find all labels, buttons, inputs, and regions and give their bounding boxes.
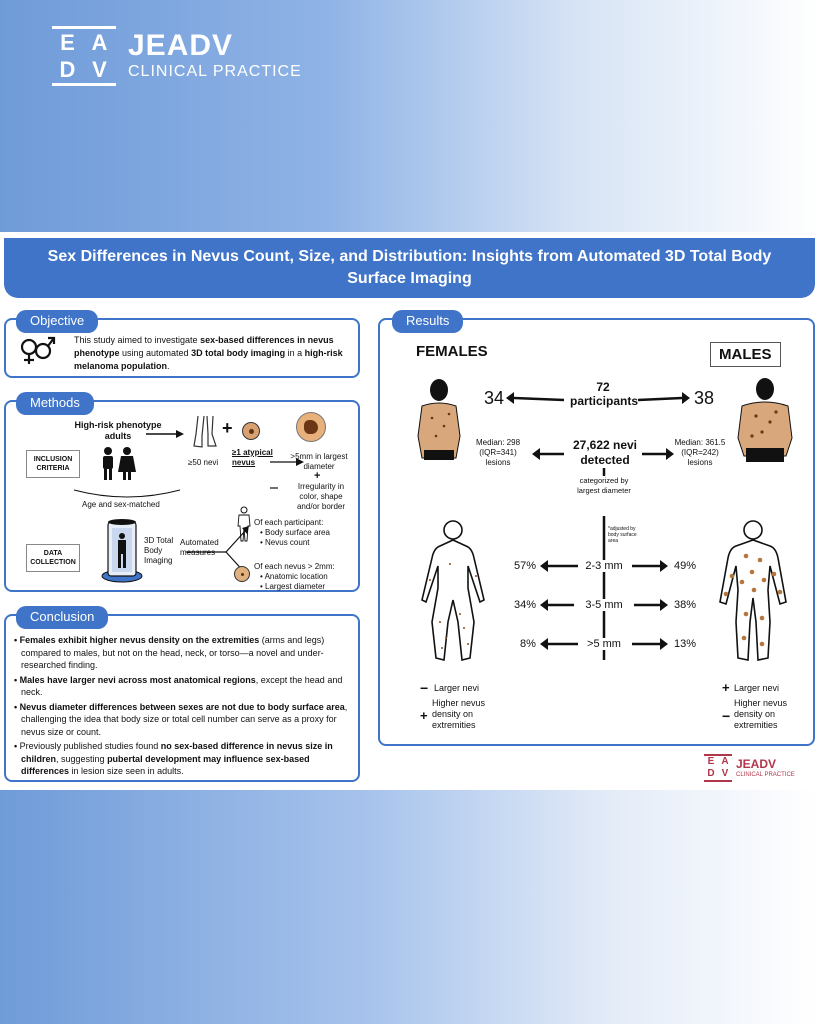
irregularity-label: Irregularity in color, shape and/or bord… — [296, 482, 346, 511]
results-panel: FEMALES MALES 34 38 72 participants — [378, 318, 815, 746]
minus-sign: − — [722, 708, 731, 724]
methods-tab: Methods — [16, 392, 94, 415]
nevus-item: • Largest diameter — [260, 582, 326, 591]
brand-logo: E A D V — [52, 26, 116, 86]
female-density-label: Higher nevus density on extremities — [432, 698, 486, 730]
female-body-icon — [410, 518, 496, 673]
brand-subtitle: CLINICAL PRACTICE — [128, 63, 302, 80]
conclusion-item: Females exhibit higher nevus density on … — [14, 634, 356, 672]
male-bust-icon — [736, 376, 794, 471]
conclusion-tab: Conclusion — [16, 606, 109, 629]
logo-letter: E — [60, 30, 76, 55]
objective-text: This study aimed to investigate sex-base… — [74, 335, 343, 371]
conclusion-item: Males have larger nevi across most anato… — [14, 674, 356, 699]
result-row-female: 57% — [514, 560, 537, 572]
female-count: 34 — [484, 388, 505, 408]
logo-letter: V — [92, 57, 108, 82]
methods-panel: High-risk phenotype adults INCLUSION CRI… — [4, 400, 360, 592]
results-tab: Results — [392, 310, 464, 333]
page-background-bottom — [0, 790, 819, 1024]
gender-icon — [18, 334, 56, 366]
categorized-label: categorized by largest diameter — [576, 476, 632, 495]
poster: Sex Differences in Nevus Count, Size, an… — [0, 232, 819, 790]
adjusted-note: *adjusted by body surface area — [608, 526, 637, 544]
matched-label: Age and sex-matched — [82, 500, 160, 509]
atypical-mole-icon — [296, 412, 326, 442]
data-collection-label: DATA COLLECTION — [26, 544, 80, 572]
logo-letter: D — [59, 57, 77, 82]
objective-tab: Objective — [16, 310, 99, 333]
result-row-female: 8% — [520, 638, 536, 650]
people-icon — [98, 446, 138, 487]
each-participant-label: Of each participant: — [254, 518, 324, 527]
phenotype-label: High-risk phenotype adults — [74, 420, 162, 441]
female-bust-icon — [414, 376, 464, 471]
male-density-label: Higher nevus density on extremities — [734, 698, 788, 730]
result-row-male: 49% — [674, 560, 697, 572]
male-median: Median: 361.5 (IQR=242) lesions — [674, 438, 726, 467]
nevi-label: detected — [580, 453, 630, 467]
objective-panel: This study aimed to investigate sex-base… — [4, 318, 360, 378]
females-label: FEMALES — [416, 343, 488, 360]
conclusion-panel: Females exhibit higher nevus density on … — [4, 614, 360, 782]
matched-bracket — [73, 489, 181, 498]
result-row-female: 34% — [514, 599, 537, 611]
result-row-male: 38% — [674, 599, 697, 611]
plus-sign: + — [420, 708, 428, 723]
nevus-item: • Anatomic location — [260, 572, 328, 581]
result-row-male: 13% — [674, 638, 697, 650]
plus-icon: + — [222, 418, 233, 438]
male-count: 38 — [694, 388, 715, 408]
participants-label: participants — [569, 394, 638, 408]
legs-icon — [190, 414, 220, 455]
results-arrows — [506, 392, 690, 660]
brand-name: JEADV — [128, 29, 234, 62]
logo-letter: A — [91, 30, 109, 55]
minus-sign: − — [420, 680, 429, 696]
imaging-label: 3D Total Body Imaging — [144, 536, 174, 565]
participants-num: 72 — [596, 380, 610, 394]
brand-header: E A D V JEADV CLINICAL PRACTICE — [52, 26, 302, 86]
nevi-count-label: ≥50 nevi — [188, 458, 219, 467]
poster-title: Sex Differences in Nevus Count, Size, an… — [4, 238, 815, 298]
automated-label: Automated measures — [180, 538, 219, 557]
result-row-size: 2-3 mm — [580, 560, 628, 572]
nevi-num: 27,622 nevi — [572, 438, 638, 452]
female-median: Median: 298 (IQR=341) lesions — [475, 438, 521, 467]
participant-item: • Body surface area — [260, 528, 330, 537]
participant-item: • Nevus count — [260, 538, 310, 547]
plus-sign: + — [722, 680, 730, 695]
result-row-size: >5 mm — [580, 638, 628, 650]
males-label: MALES — [710, 342, 781, 367]
footer-brand-name: JEADV — [736, 756, 777, 771]
footer-brand-subtitle: CLINICAL PRACTICE — [736, 771, 795, 778]
conclusion-item: Nevus diameter differences between sexes… — [14, 701, 356, 739]
result-row-size: 3-5 mm — [576, 599, 632, 611]
male-body-icon — [710, 518, 796, 673]
each-nevus-label: Of each nevus > 2mm: — [254, 562, 335, 571]
atypical-label: ≥1 atypical nevus — [232, 448, 273, 467]
inclusion-criteria-label: INCLUSION CRITERIA — [26, 450, 80, 478]
conclusion-list: Females exhibit higher nevus density on … — [14, 634, 356, 780]
largest-diameter-label: >5mm in largest diameter — [290, 452, 348, 471]
male-larger-label: Larger nevi — [734, 683, 780, 693]
mole-icon — [242, 422, 260, 440]
conclusion-item: Previously published studies found no se… — [14, 740, 356, 778]
body-outline-icon — [236, 506, 252, 547]
mole-icon — [234, 566, 250, 582]
scanner-icon — [100, 518, 144, 589]
female-larger-label: Larger nevi — [434, 683, 480, 693]
plus-icon: + — [314, 470, 321, 482]
